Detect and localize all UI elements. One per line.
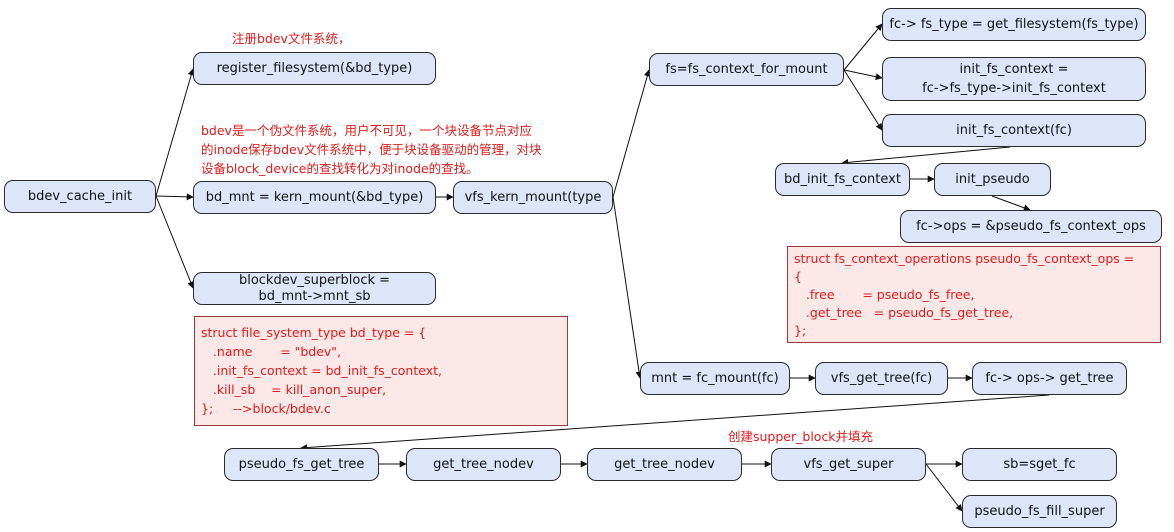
node-fc-mount: mnt = fc_mount(fc)	[640, 362, 790, 395]
edge-vfs-kern-to-fc-mount	[612, 196, 643, 379]
note-bd-type-struct: struct file_system_type bd_type = { .nam…	[194, 316, 568, 426]
node-get-filesystem: fc-> fs_type = get_filesystem(fs_type)	[882, 8, 1146, 41]
edge-init-to-register	[155, 68, 195, 197]
node-fc-ops-assign-label: fc->ops = &pseudo_fs_context_ops	[916, 218, 1146, 234]
node-bdev-cache-init-label: bdev_cache_init	[27, 188, 133, 204]
node-get-tree-nodev-1: get_tree_nodev	[406, 448, 561, 481]
bdev-note-line-2: 的inode保存bdev文件系统中，便于块设备驱动的管理，对块	[201, 142, 542, 157]
node-fc-ops-assign: fc->ops = &pseudo_fs_context_ops	[900, 210, 1162, 243]
node-bd-init-fs-context-label: bd_init_fs_context	[784, 171, 901, 187]
edge-init-call-to-bd-init	[841, 146, 1011, 166]
node-init-fs-context-call-label: init_fs_context(fc)	[956, 122, 1072, 138]
node-sget-fc: sb=sget_fc	[962, 448, 1117, 481]
node-vfs-get-tree: vfs_get_tree(fc)	[815, 362, 948, 395]
node-bd-init-fs-context: bd_init_fs_context	[775, 163, 910, 196]
node-register-filesystem-label: register_filesystem(&bd_type)	[216, 60, 413, 76]
edge-vfs-kern-to-fs-context	[612, 69, 651, 198]
edge-init-to-kern-mount	[155, 193, 194, 201]
node-init-pseudo: init_pseudo	[934, 163, 1051, 196]
node-bd-mnt-kern-mount: bd_mnt = kern_mount(&bd_type)	[193, 181, 436, 214]
node-fc-ops-get-tree: fc-> ops-> get_tree	[972, 362, 1127, 395]
node-vfs-get-super: vfs_get_super	[771, 448, 926, 481]
node-blockdev-superblock-label-2: bd_mnt->mnt_sb	[258, 288, 371, 304]
edge-fs-context-to-get-fs	[843, 23, 883, 71]
bdev-note-line-1: bdev是一个伪文件系统，用户不可见，一个块设备节点对应	[201, 123, 532, 138]
node-vfs-kern-mount-label: vfs_kern_mount(type	[464, 189, 602, 205]
node-fc-ops-get-tree-label: fc-> ops-> get_tree	[985, 370, 1114, 386]
register-note: 注册bdev文件系统，	[232, 31, 351, 46]
edge-fs-context-to-init-assign	[843, 69, 883, 81]
node-init-fs-context-assign-label-1: init_fs_context =	[959, 62, 1069, 77]
node-blockdev-superblock-label-1: blockdev_superblock =	[238, 272, 391, 288]
note-pseudo-ops-struct: struct fs_context_operations pseudo_fs_c…	[787, 246, 1161, 343]
create-super-note: 创建supper_block并填充	[728, 429, 874, 444]
edge-pseudo-to-ops	[991, 195, 1031, 212]
node-blockdev-superblock: blockdev_superblock = bd_mnt->mnt_sb	[193, 272, 436, 305]
node-get-filesystem-label: fc-> fs_type = get_filesystem(fs_type)	[889, 16, 1139, 32]
node-init-fs-context-assign-label-2: fc->fs_type->init_fs_context	[922, 81, 1106, 96]
node-sget-fc-label: sb=sget_fc	[1003, 456, 1076, 472]
node-fs-context-for-mount: fs=fs_context_for_mount	[649, 53, 844, 86]
node-bdev-cache-init: bdev_cache_init	[4, 180, 156, 213]
node-pseudo-fs-get-tree-label: pseudo_fs_get_tree	[238, 456, 365, 472]
edge-ops-to-pseudo-get-tree	[300, 394, 1050, 452]
node-get-tree-nodev-2: get_tree_nodev	[587, 448, 742, 481]
node-bd-mnt-kern-mount-label: bd_mnt = kern_mount(&bd_type)	[205, 189, 424, 205]
node-register-filesystem: register_filesystem(&bd_type)	[193, 52, 436, 85]
node-vfs-kern-mount: vfs_kern_mount(type	[453, 181, 613, 214]
edge-init-to-superblock	[155, 195, 194, 289]
node-pseudo-fs-fill-super: pseudo_fs_fill_super	[962, 495, 1117, 528]
node-pseudo-fs-get-tree: pseudo_fs_get_tree	[224, 448, 379, 481]
node-vfs-get-tree-label: vfs_get_tree(fc)	[830, 370, 933, 386]
bdev-note-line-3: 设备block_device的查找转化为对inode的查找。	[201, 161, 479, 176]
node-vfs-get-super-label: vfs_get_super	[803, 456, 894, 472]
edge-fs-context-to-init-call	[843, 69, 883, 131]
node-get-tree-nodev-2-label: get_tree_nodev	[614, 456, 715, 472]
node-init-pseudo-label: init_pseudo	[955, 171, 1030, 187]
node-init-fs-context-assign: init_fs_context = fc->fs_type->init_fs_c…	[882, 57, 1146, 101]
node-fc-mount-label: mnt = fc_mount(fc)	[651, 370, 779, 386]
node-fs-context-for-mount-label: fs=fs_context_for_mount	[665, 61, 828, 77]
node-pseudo-fs-fill-super-label: pseudo_fs_fill_super	[974, 503, 1105, 519]
edge-super-to-fill	[925, 463, 963, 512]
node-get-tree-nodev-1-label: get_tree_nodev	[433, 456, 534, 472]
node-init-fs-context-call: init_fs_context(fc)	[882, 114, 1146, 147]
